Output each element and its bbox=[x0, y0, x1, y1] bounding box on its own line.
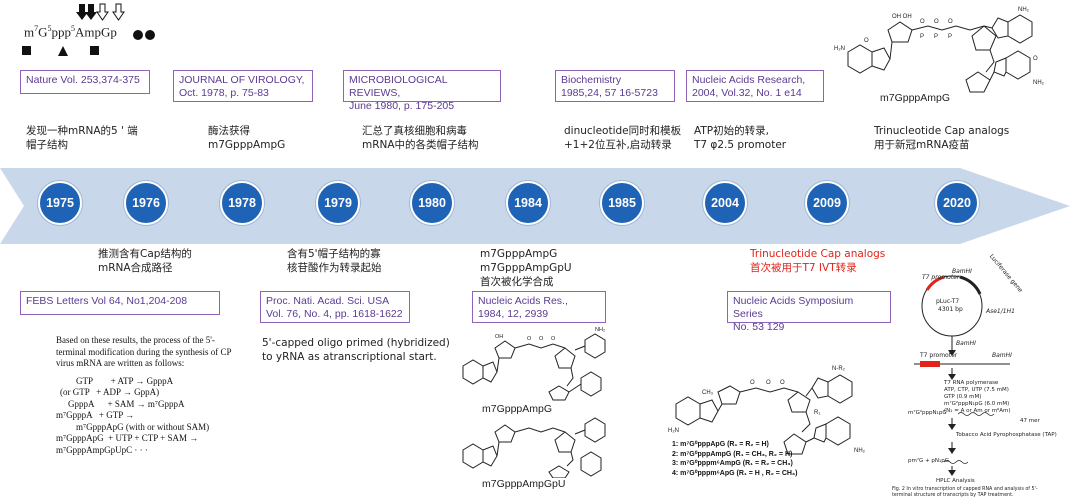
svg-text:P: P bbox=[934, 34, 938, 40]
dot-icon bbox=[145, 30, 155, 40]
reference-box: JOURNAL OF VIROLOGY,Oct. 1978, p. 75-83 bbox=[173, 70, 313, 102]
svg-text:O: O bbox=[750, 380, 755, 386]
svg-text:O: O bbox=[766, 380, 771, 386]
event-description: dinucleotide同时和模板+1+2位互补,启动转录 bbox=[564, 125, 682, 151]
cap-analog-structure bbox=[462, 417, 606, 478]
product-label: m⁷G⁰pppN₁pG bbox=[908, 410, 947, 416]
site-label: BamHI bbox=[992, 352, 1012, 359]
square-marker-icon bbox=[90, 46, 99, 55]
structure-label: m7GpppAmpG bbox=[880, 92, 951, 104]
cleavage-arrow-icon bbox=[85, 4, 97, 20]
svg-text:OH: OH bbox=[495, 334, 503, 340]
structure-label: m7GpppAmpG bbox=[482, 403, 553, 415]
promoter-label: T7 promoter bbox=[922, 274, 960, 281]
svg-text:O: O bbox=[551, 336, 556, 342]
site-label: Ase1/1H1 bbox=[986, 308, 1015, 315]
svg-text:H₂N: H₂N bbox=[834, 46, 845, 52]
ivt-scheme: T7 promoter BamHI pLuc-T7 4301 bp Lucife… bbox=[892, 253, 1075, 498]
year-marker: 1978 bbox=[220, 181, 264, 225]
plasmid-size: 4301 bp bbox=[938, 306, 963, 313]
svg-text:R₁: R₁ bbox=[814, 410, 820, 416]
svg-text:NH₂: NH₂ bbox=[595, 327, 605, 333]
svg-text:O: O bbox=[780, 380, 785, 386]
ivt-conditions: T7 RNA polymerase ATP, CTP, UTP (7.5 mM)… bbox=[944, 380, 1011, 414]
site-label: BamHI bbox=[952, 268, 972, 275]
event-description: ATP初始的转录,T7 φ2.5 promoter bbox=[694, 125, 787, 151]
analysis-label: HPLC Analysis bbox=[936, 478, 975, 484]
svg-text:O: O bbox=[527, 336, 532, 342]
length-label: 47 mer bbox=[1020, 418, 1040, 424]
enzyme-label: Tobacco Acid Pyrophosphatase (TAP) bbox=[956, 432, 1057, 438]
reference-box: Nature Vol. 253,374-375 bbox=[20, 70, 150, 94]
svg-text:O: O bbox=[934, 19, 939, 25]
year-marker: 1976 bbox=[124, 181, 168, 225]
svg-text:N-R₂: N-R₂ bbox=[832, 366, 846, 372]
square-marker-icon bbox=[22, 46, 31, 55]
year-marker: 2020 bbox=[935, 181, 979, 225]
event-description: 含有5'帽子结构的寡核苷酸作为转录起始 bbox=[287, 248, 382, 274]
svg-text:NH₂: NH₂ bbox=[1018, 7, 1030, 13]
reaction-scheme: Based on these results, the process of t… bbox=[56, 335, 232, 455]
promoter-label: T7 promoter bbox=[920, 352, 958, 359]
svg-text:O: O bbox=[539, 336, 544, 342]
svg-text:O: O bbox=[1033, 56, 1038, 62]
svg-text:H₂N: H₂N bbox=[668, 428, 679, 434]
product-label: pm⁷G + pN₁pG bbox=[908, 458, 949, 464]
cap-formula-marks bbox=[22, 3, 155, 56]
reference-box: FEBS Letters Vol 64, No1,204-208 bbox=[20, 291, 220, 315]
reference-box: Nucleic Acids Res.,1984, 12, 2939 bbox=[472, 291, 606, 323]
svg-text:P: P bbox=[920, 34, 924, 40]
year-marker: 1980 bbox=[410, 181, 454, 225]
site-label: BamHI bbox=[956, 340, 976, 347]
svg-text:OH OH: OH OH bbox=[892, 14, 912, 20]
open-arrow-icon bbox=[96, 3, 109, 21]
cap-formula-text: m7G5ppp5AmpGp bbox=[24, 24, 117, 40]
svg-text:O: O bbox=[948, 19, 953, 25]
ivt-scheme-drawing bbox=[914, 275, 1010, 476]
triangle-marker-icon bbox=[58, 46, 68, 56]
year-marker: 1975 bbox=[38, 181, 82, 225]
svg-text:O: O bbox=[864, 38, 869, 44]
year-marker: 1984 bbox=[506, 181, 550, 225]
dot-icon bbox=[133, 30, 143, 40]
reference-box: MICROBIOLOGICAL REVIEWS,June 1980, p. 17… bbox=[343, 70, 501, 112]
year-marker: 1985 bbox=[600, 181, 644, 225]
reference-box: Nucleic Acids Research,2004, Vol.32, No.… bbox=[686, 70, 824, 102]
cleavage-arrow-icon bbox=[76, 4, 88, 20]
reference-note: 5'-capped oligo primed (hybridized) to y… bbox=[262, 337, 450, 363]
svg-text:O: O bbox=[920, 19, 925, 25]
cap-analog-structure: OH O O O NH₂ bbox=[462, 327, 606, 401]
svg-text:NH₂: NH₂ bbox=[854, 448, 866, 454]
svg-text:P: P bbox=[948, 34, 952, 40]
year-marker: 2009 bbox=[805, 181, 849, 225]
year-marker: 2004 bbox=[703, 181, 747, 225]
structure-label: m7GpppAmpGpU bbox=[482, 478, 566, 490]
event-description: 发现一种mRNA的5 ' 端帽子结构 bbox=[26, 125, 138, 151]
plasmid-name: pLuc-T7 bbox=[936, 298, 960, 305]
figure-caption: Fig. 2 In vitro transcription of capped … bbox=[892, 487, 1038, 498]
open-arrow-icon bbox=[112, 3, 125, 21]
year-marker: 1979 bbox=[316, 181, 360, 225]
cap-analog-structure: H₂N O OH OH O O O P P P NH₂ O NH₂ bbox=[834, 7, 1045, 93]
svg-text:NH₂: NH₂ bbox=[1033, 80, 1045, 86]
compound-list: 1: m⁷G⁰pppApG (R₁ = R₂ = H) 2: m⁷G⁰pppAm… bbox=[672, 441, 798, 477]
cap-structure-formula: m7G5ppp5AmpGp bbox=[20, 0, 170, 60]
svg-text:CH₃: CH₃ bbox=[702, 390, 714, 396]
trinucleotide-structure: H₂N CH₃ O O O N-R₂ R₁ NH₂ bbox=[668, 366, 866, 455]
